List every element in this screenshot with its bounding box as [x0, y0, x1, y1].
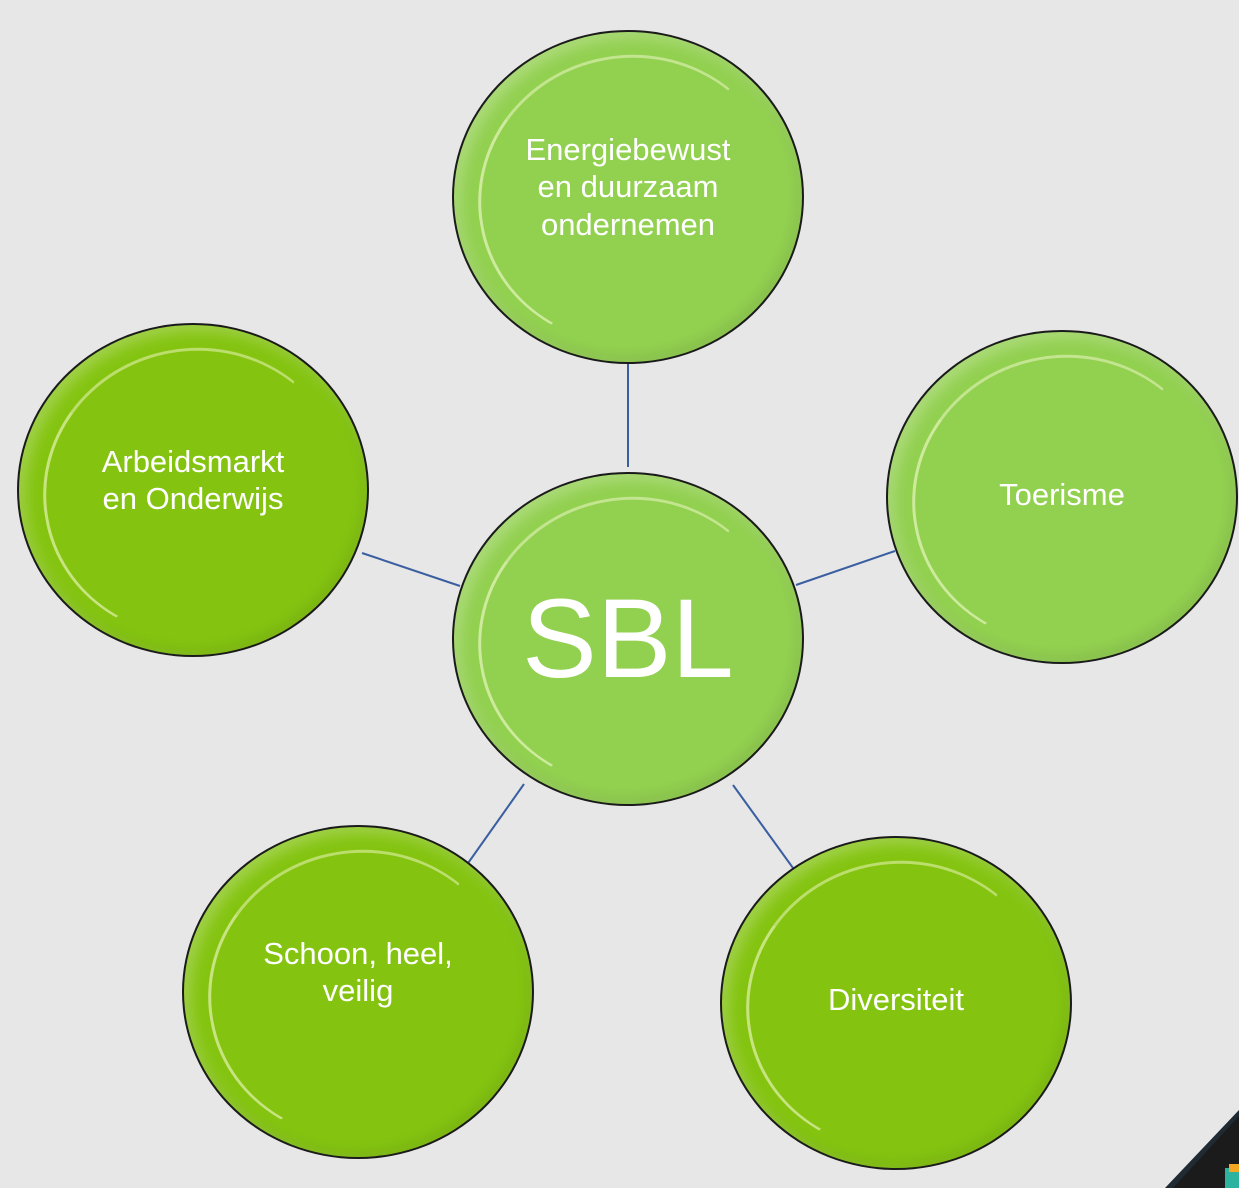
center-label: SBL	[522, 576, 734, 701]
label-line: en duurzaam	[537, 169, 719, 205]
connector-left	[361, 552, 461, 587]
node-arbeidsmarkt-label: Arbeidsmarkt en Onderwijs	[78, 443, 309, 517]
connector-bottom-left	[465, 783, 525, 867]
node-diversiteit-label: Diversiteit	[804, 981, 988, 1018]
connector-right	[795, 550, 896, 586]
node-toerisme: Toerisme	[886, 330, 1238, 664]
label-line: Schoon, heel,	[263, 935, 453, 971]
label-line: en Onderwijs	[102, 481, 284, 516]
node-center-sbl: SBL	[452, 472, 804, 806]
label-line: Energiebewust	[525, 132, 731, 168]
label-line: Diversiteit	[827, 982, 965, 1018]
connector-bottom-right	[732, 784, 794, 869]
node-toerisme-label: Toerisme	[975, 476, 1149, 513]
label-line: Toerisme	[999, 477, 1125, 513]
node-energiebewust-label: Energiebewust en duurzaam ondernemen	[501, 131, 754, 243]
node-arbeidsmarkt: Arbeidsmarkt en Onderwijs	[17, 323, 369, 657]
label-line: veilig	[322, 973, 394, 1008]
node-schoon-heel-veilig: Schoon, heel, veilig	[182, 825, 534, 1159]
node-schoon-label: Schoon, heel, veilig	[239, 935, 477, 1009]
node-diversiteit: Diversiteit	[720, 836, 1072, 1170]
label-line: Arbeidsmarkt	[101, 443, 285, 479]
node-energiebewust: Energiebewust en duurzaam ondernemen	[452, 30, 804, 364]
corner-logo-icon	[1165, 1110, 1239, 1188]
label-line: ondernemen	[540, 206, 716, 242]
